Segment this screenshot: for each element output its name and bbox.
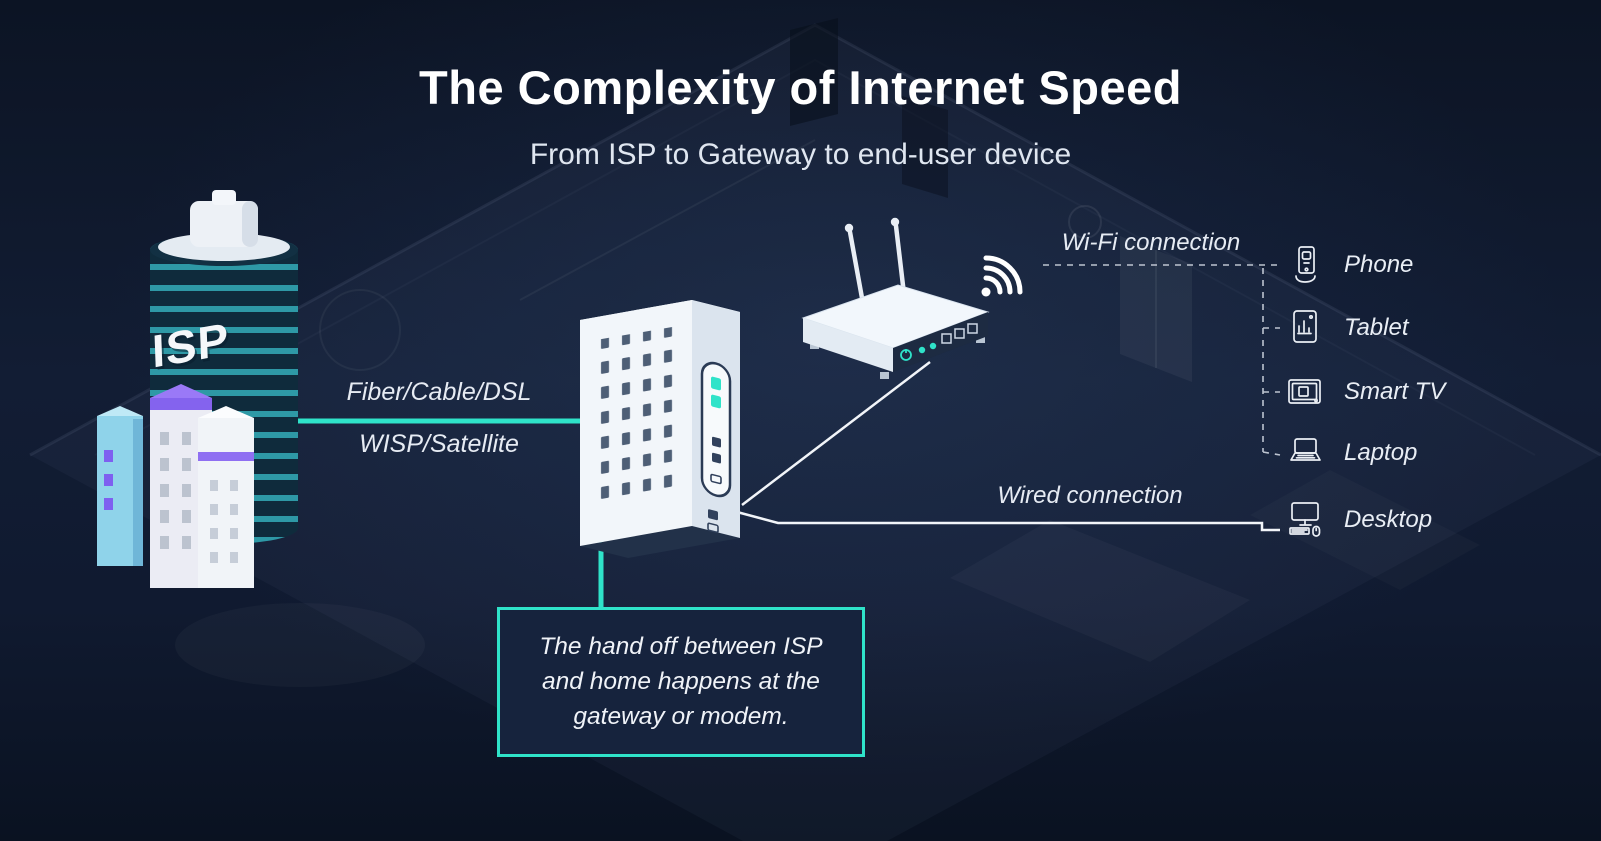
gateway-modem	[580, 300, 740, 558]
device-label: Phone	[1344, 251, 1414, 278]
device-label: Tablet	[1344, 314, 1409, 341]
desktop-icon	[1289, 502, 1321, 537]
city-buildings	[97, 384, 254, 588]
fiber-cable-dsl-label: Fiber/Cable/DSL	[346, 378, 532, 406]
device-label: Laptop	[1344, 439, 1418, 466]
wifi-signal-icon	[981, 255, 1023, 297]
device-row-laptop: Laptop	[1282, 430, 1417, 476]
device-row-desktop: Desktop	[1282, 497, 1432, 543]
device-row-tablet: Tablet	[1282, 305, 1409, 351]
laptop-icon	[1290, 438, 1321, 461]
device-row-phone: Phone	[1282, 242, 1413, 288]
gateway-router-cable	[741, 361, 931, 506]
phone-icon	[1295, 246, 1316, 283]
wisp-satellite-label: WISP/Satellite	[359, 430, 519, 458]
callout-text: The hand off between ISP and home happen…	[539, 633, 823, 730]
smart-tv-icon	[1288, 379, 1321, 404]
wifi-router	[801, 217, 990, 379]
wired-line	[736, 510, 1280, 532]
device-row-smart-tv: Smart TV	[1282, 369, 1445, 415]
wifi-connection-label: Wi-Fi connection	[1061, 229, 1241, 256]
callout-box: The hand off between ISP and home happen…	[497, 607, 865, 758]
wifi-dashed-line	[1043, 264, 1281, 456]
page-title: The Complexity of Internet Speed	[419, 61, 1182, 114]
wired-connection-label: Wired connection	[997, 482, 1183, 509]
device-label: Desktop	[1344, 506, 1433, 533]
tablet-icon	[1293, 310, 1317, 343]
device-label: Smart TV	[1344, 378, 1446, 405]
page-subtitle: From ISP to Gateway to end-user device	[529, 138, 1072, 171]
